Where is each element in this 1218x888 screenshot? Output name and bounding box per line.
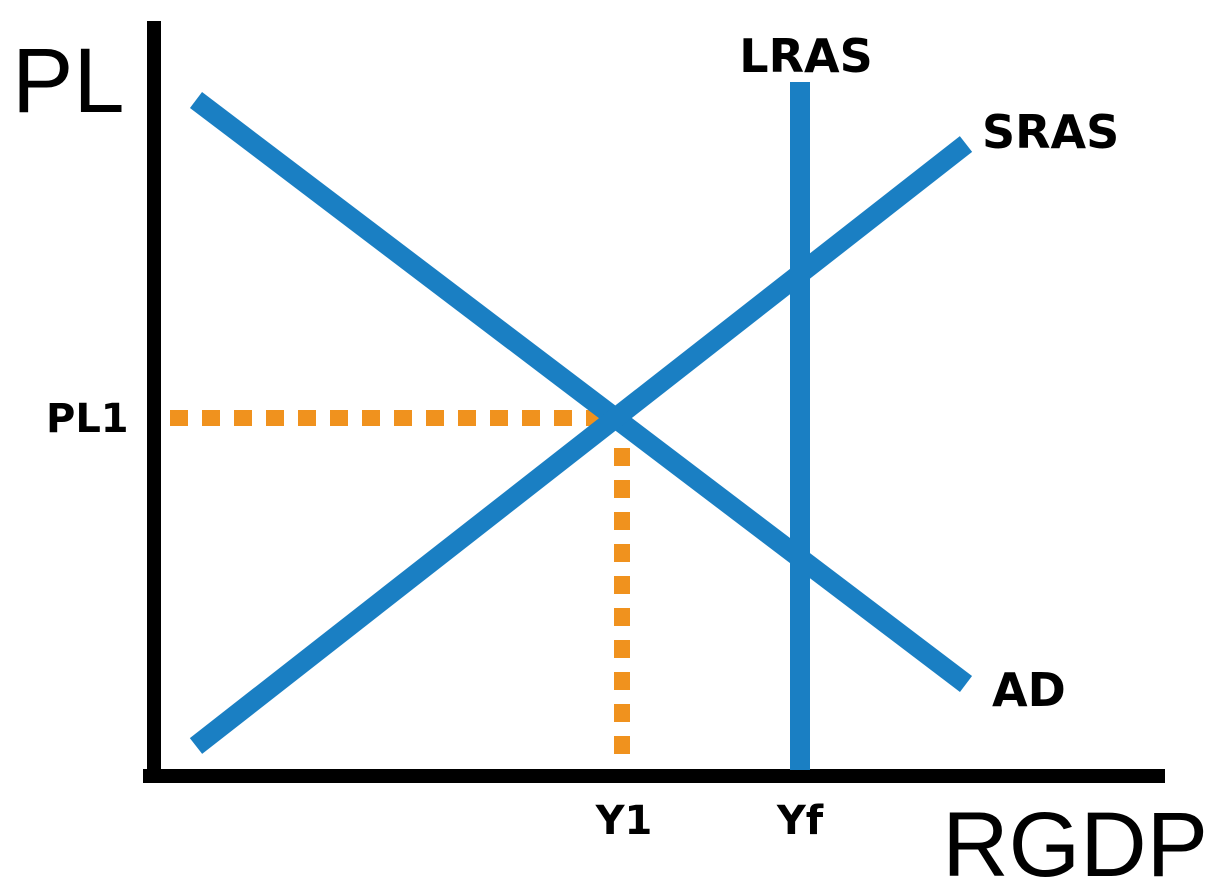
y-axis-title: PL <box>12 30 125 132</box>
ad-curve <box>189 92 973 692</box>
sras-label: SRAS <box>982 105 1119 159</box>
ad-label: AD <box>992 663 1066 717</box>
sras-curve <box>189 136 973 754</box>
lras-label: LRAS <box>739 29 872 83</box>
x-axis-title: RGDP <box>942 794 1208 888</box>
price-level-tick-label: PL1 <box>46 396 129 442</box>
output-tick-label: Y1 <box>595 798 653 844</box>
full-employment-output-tick-label: Yf <box>776 798 824 844</box>
